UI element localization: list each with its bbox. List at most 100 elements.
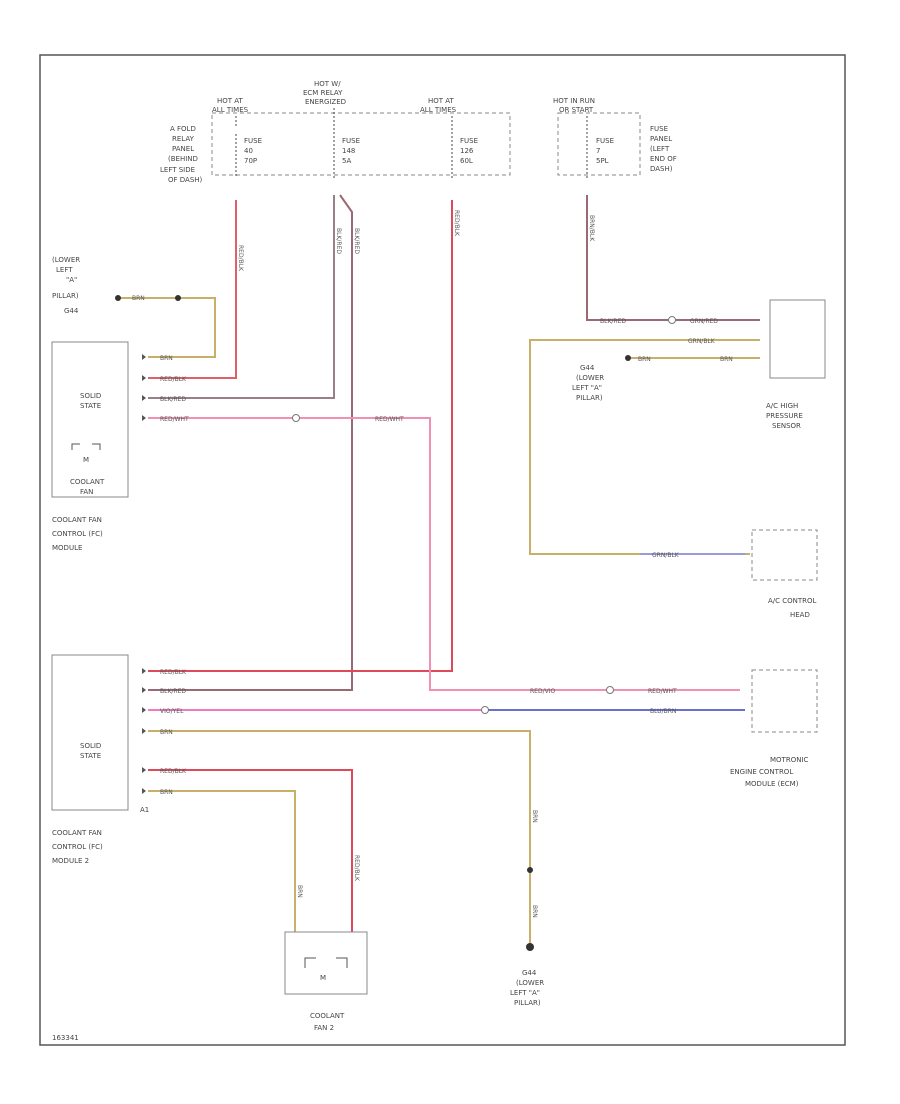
svg-text:G44: G44: [580, 364, 595, 372]
fuse-box-b-l3: (LEFT: [650, 145, 670, 153]
wl-grn-blk-2: GRN/BLK: [652, 552, 680, 559]
src-a-line1: HOT AT: [217, 97, 244, 105]
svg-text:COOLANT: COOLANT: [70, 478, 105, 486]
wl-red-blk-v1: RED/BLK: [237, 245, 244, 272]
svg-text:A/C HIGH: A/C HIGH: [766, 402, 798, 410]
svg-text:LEFT: LEFT: [56, 266, 73, 274]
motor-symbol-fc1: M: [83, 456, 89, 464]
wl-brn-1: BRN: [132, 295, 145, 302]
inline-connectors: [292, 316, 676, 714]
wl-brn-blk-v: BRN/BLK: [588, 215, 595, 242]
fuse-box-a-l1: A FOLD: [170, 125, 196, 133]
wl-blu-brn: BLU/BRN: [650, 708, 676, 715]
svg-text:LEFT "A": LEFT "A": [572, 384, 602, 392]
ground-dots: [115, 295, 631, 951]
wl-red-wht-3: RED/WHT: [648, 688, 677, 695]
wl-grn-blk-1: GRN/BLK: [688, 338, 716, 345]
svg-text:PILLAR): PILLAR): [576, 394, 603, 402]
wl-blk-red-top: BLK/RED: [600, 318, 626, 325]
wl-grn-red: GRN/RED: [690, 318, 718, 325]
src-a-line2: ALL TIMES: [212, 106, 249, 114]
wl-red-wht-1: RED/WHT: [160, 416, 189, 423]
svg-text:MOTRONIC: MOTRONIC: [770, 756, 808, 764]
wl-brn-v2: BRN: [531, 905, 538, 918]
fuse-148: FUSE 148 5A: [333, 108, 360, 178]
ground-dot-bottom-2: [526, 943, 534, 951]
svg-text:FUSE: FUSE: [460, 137, 478, 145]
fuse-box-a-l4: (BEHIND: [168, 155, 198, 163]
wl-red-wht-2: RED/WHT: [375, 416, 404, 423]
wire-labels: BRN BRN RED/BLK BLK/RED RED/WHT RED/WHT …: [132, 210, 733, 918]
ground-dot-bottom-1: [527, 867, 533, 873]
wire-blk-red-fc2: [148, 194, 353, 691]
wire-red-wht-fc1-ecm: [148, 417, 740, 691]
svg-text:5A: 5A: [342, 157, 351, 165]
wl-red-vio-1: RED/VIO: [530, 688, 555, 695]
svg-text:MODULE (ECM): MODULE (ECM): [745, 780, 799, 788]
svg-text:LEFT "A": LEFT "A": [510, 989, 540, 997]
svg-text:"A": "A": [66, 276, 77, 284]
wires: [118, 194, 760, 945]
ground-dot-mid: [625, 355, 631, 361]
svg-text:COOLANT FAN: COOLANT FAN: [52, 516, 102, 524]
wl-brn-3: BRN: [160, 729, 173, 736]
svg-text:G44: G44: [64, 307, 79, 315]
fuse-box-b: HOT IN RUN OR START FUSE 7 5PL FUSE PANE…: [553, 97, 677, 178]
fuse-box-b-l1: FUSE: [650, 125, 668, 133]
fuse-box-a-l2: RELAY: [172, 135, 195, 143]
svg-text:FAN: FAN: [80, 488, 93, 496]
svg-text:60L: 60L: [460, 157, 473, 165]
ground-dot-top-2: [175, 295, 181, 301]
svg-text:FUSE: FUSE: [244, 137, 262, 145]
svg-text:CONTROL (FC): CONTROL (FC): [52, 530, 103, 538]
wl-vio-yel: VIO/YEL: [160, 708, 184, 715]
ground-label-top: (LOWER LEFT "A" PILLAR) G44: [52, 256, 80, 315]
ground-label-bottom: G44 (LOWER LEFT "A" PILLAR): [510, 969, 544, 1007]
fc-module-1: SOLID STATE M COOLANT FAN COOLANT FAN CO…: [51, 341, 146, 552]
svg-text:PRESSURE: PRESSURE: [766, 412, 803, 420]
wl-brn-5: BRN: [638, 356, 651, 363]
svg-text:A/C CONTROL: A/C CONTROL: [768, 597, 817, 605]
svg-text:STATE: STATE: [80, 402, 101, 410]
svg-text:PILLAR): PILLAR): [52, 292, 79, 300]
wire-grn-red-ac-sensor: [586, 195, 760, 321]
svg-text:126: 126: [460, 147, 474, 155]
wl-blk-red-2: BLK/RED: [160, 688, 186, 695]
svg-text:G44: G44: [522, 969, 537, 977]
svg-text:A1: A1: [140, 806, 149, 814]
fuse-box-b-l4: END OF: [650, 155, 677, 163]
fuse-box-a-l6: OF DASH): [168, 176, 203, 184]
src-b-line1: HOT W/: [314, 80, 341, 88]
ecm: MOTRONIC ENGINE CONTROL MODULE (ECM): [730, 669, 818, 788]
fuse-box-a: HOT AT ALL TIMES HOT W/ ECM RELAY ENERGI…: [160, 80, 511, 184]
ground-dot-top-1: [115, 295, 121, 301]
wl-red-blk-v2: RED/BLK: [453, 210, 460, 237]
src-b-line2: ECM RELAY: [303, 89, 343, 97]
svg-text:CONTROL (FC): CONTROL (FC): [52, 843, 103, 851]
svg-text:SOLID: SOLID: [80, 742, 101, 750]
wl-brn-v3: BRN: [296, 885, 303, 898]
fuse-7: FUSE 7 5PL: [586, 116, 614, 178]
src-c-line1: HOT AT: [428, 97, 455, 105]
svg-text:COOLANT FAN: COOLANT FAN: [52, 829, 102, 837]
svg-text:MODULE 2: MODULE 2: [52, 857, 89, 865]
fuse-box-b-l2: PANEL: [650, 135, 672, 143]
svg-text:(LOWER: (LOWER: [52, 256, 80, 264]
wl-brn-4: BRN: [160, 789, 173, 796]
fc-module-2: SOLID STATE A1 COOLANT FAN CONTROL (FC) …: [51, 654, 149, 865]
figure-id: 163341: [52, 1034, 79, 1042]
fuse-box-b-l5: DASH): [650, 165, 673, 173]
svg-text:148: 148: [342, 147, 355, 155]
wl-brn-2: BRN: [160, 355, 173, 362]
ac-high-pressure-sensor: A/C HIGH PRESSURE SENSOR: [766, 299, 826, 430]
wl-blk-red-v2: BLK/RED: [353, 228, 360, 254]
ac-control-head: A/C CONTROL HEAD: [751, 529, 818, 619]
svg-text:40: 40: [244, 147, 253, 155]
wl-brn-v1: BRN: [531, 810, 538, 823]
wl-blk-red-1: BLK/RED: [160, 396, 186, 403]
svg-text:FUSE: FUSE: [342, 137, 360, 145]
fuse-40: FUSE 40 70P: [235, 116, 262, 178]
src-c-line2: ALL TIMES: [420, 106, 457, 114]
